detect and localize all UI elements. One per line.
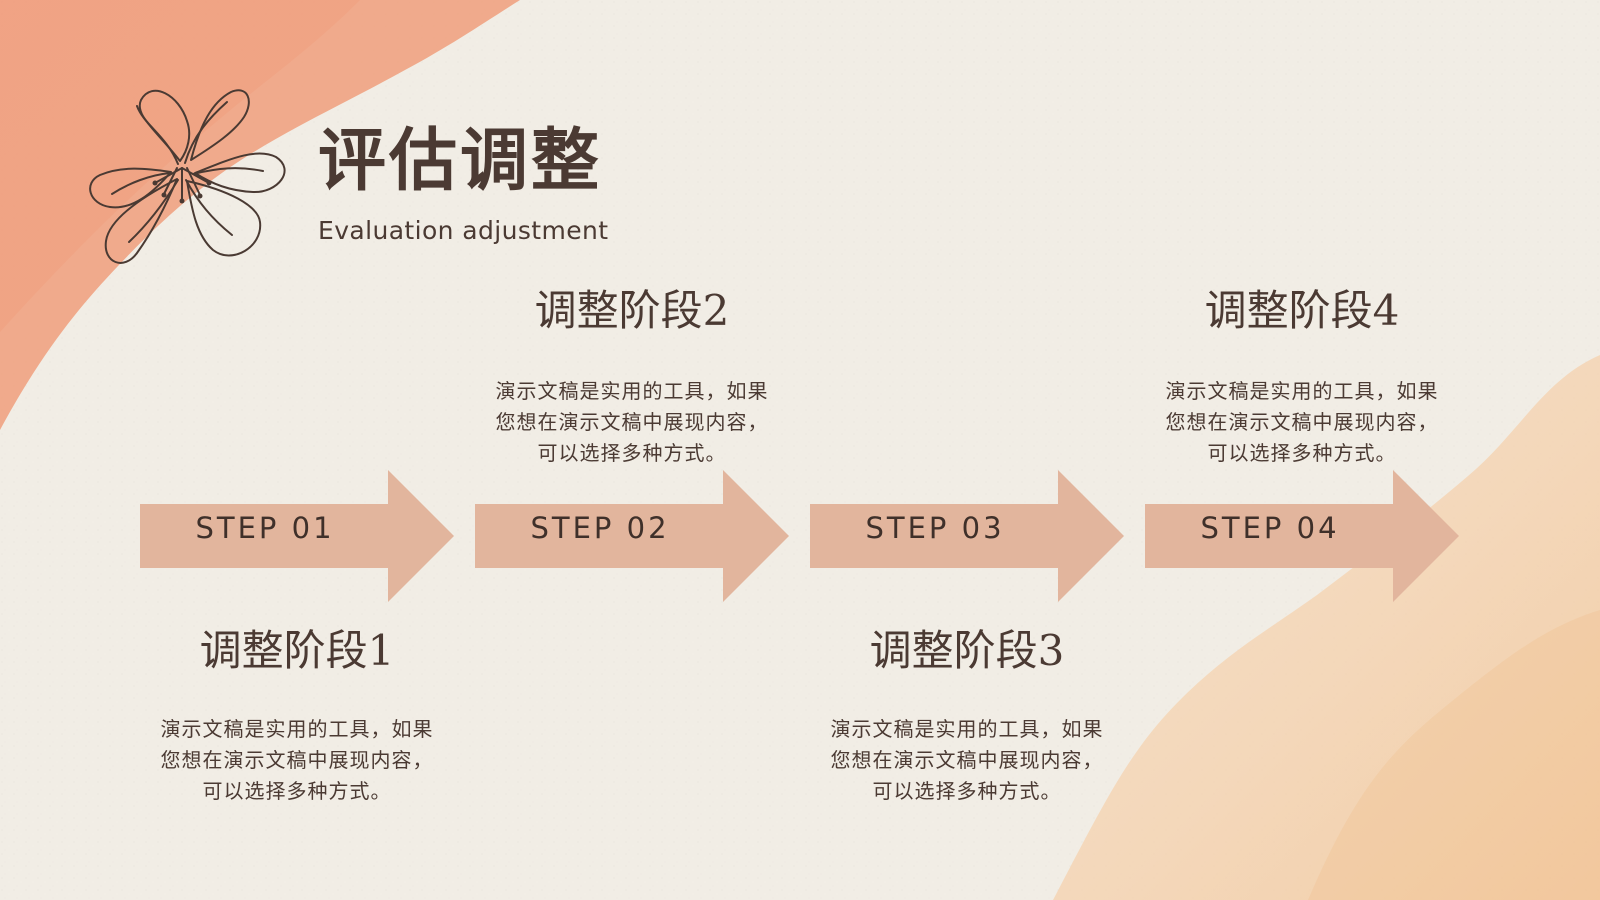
page-title: 评估调整 [318, 122, 603, 201]
step-arrow-1: STEP 01 [140, 470, 454, 602]
description-line: 您想在演示文稿中展现内容， [495, 410, 769, 434]
description-line: 您想在演示文稿中展现内容， [160, 748, 434, 772]
flower-icon [89, 89, 286, 264]
stage-description: 演示文稿是实用的工具，如果 您想在演示文稿中展现内容， 可以选择多种方式。 [807, 714, 1127, 807]
stage-description: 演示文稿是实用的工具，如果 您想在演示文稿中展现内容， 可以选择多种方式。 [472, 376, 792, 469]
step-arrow-3: STEP 03 [810, 470, 1124, 602]
stage-title: 调整阶段3 [869, 626, 1065, 675]
step-label: STEP 02 [530, 511, 670, 545]
step-label: STEP 04 [1200, 511, 1340, 545]
arrow-shape [1145, 470, 1459, 602]
description-line: 演示文稿是实用的工具，如果 [830, 717, 1104, 741]
stage-description: 演示文稿是实用的工具，如果 您想在演示文稿中展现内容， 可以选择多种方式。 [1142, 376, 1462, 469]
description-line: 演示文稿是实用的工具，如果 [1165, 379, 1439, 403]
stage-1: 调整阶段1 演示文稿是实用的工具，如果 您想在演示文稿中展现内容， 可以选择多种… [137, 630, 457, 807]
description-line: 可以选择多种方式。 [1207, 441, 1397, 465]
arrow-shape [140, 470, 454, 602]
description-line: 演示文稿是实用的工具，如果 [495, 379, 769, 403]
stage-title: 调整阶段2 [534, 286, 730, 335]
page-subtitle: Evaluation adjustment [318, 216, 609, 245]
step-arrow-2: STEP 02 [475, 470, 789, 602]
description-line: 可以选择多种方式。 [872, 779, 1062, 803]
description-line: 可以选择多种方式。 [537, 441, 727, 465]
step-arrow-4: STEP 04 [1145, 470, 1459, 602]
stage-3: 调整阶段3 演示文稿是实用的工具，如果 您想在演示文稿中展现内容， 可以选择多种… [807, 630, 1127, 807]
stage-4: 调整阶段4 演示文稿是实用的工具，如果 您想在演示文稿中展现内容， 可以选择多种… [1142, 290, 1462, 469]
stage-description: 演示文稿是实用的工具，如果 您想在演示文稿中展现内容， 可以选择多种方式。 [137, 714, 457, 807]
step-label: STEP 01 [195, 511, 335, 545]
description-line: 您想在演示文稿中展现内容， [1165, 410, 1439, 434]
stage-title: 调整阶段4 [1204, 286, 1400, 335]
description-line: 您想在演示文稿中展现内容， [830, 748, 1104, 772]
description-line: 演示文稿是实用的工具，如果 [160, 717, 434, 741]
stage-title: 调整阶段1 [199, 626, 395, 675]
stage-2: 调整阶段2 演示文稿是实用的工具，如果 您想在演示文稿中展现内容， 可以选择多种… [472, 290, 792, 469]
arrow-shape [810, 470, 1124, 602]
description-line: 可以选择多种方式。 [202, 779, 392, 803]
step-label: STEP 03 [865, 511, 1005, 545]
title-block: 评估调整 Evaluation adjustment [82, 82, 642, 292]
arrow-shape [475, 470, 789, 602]
